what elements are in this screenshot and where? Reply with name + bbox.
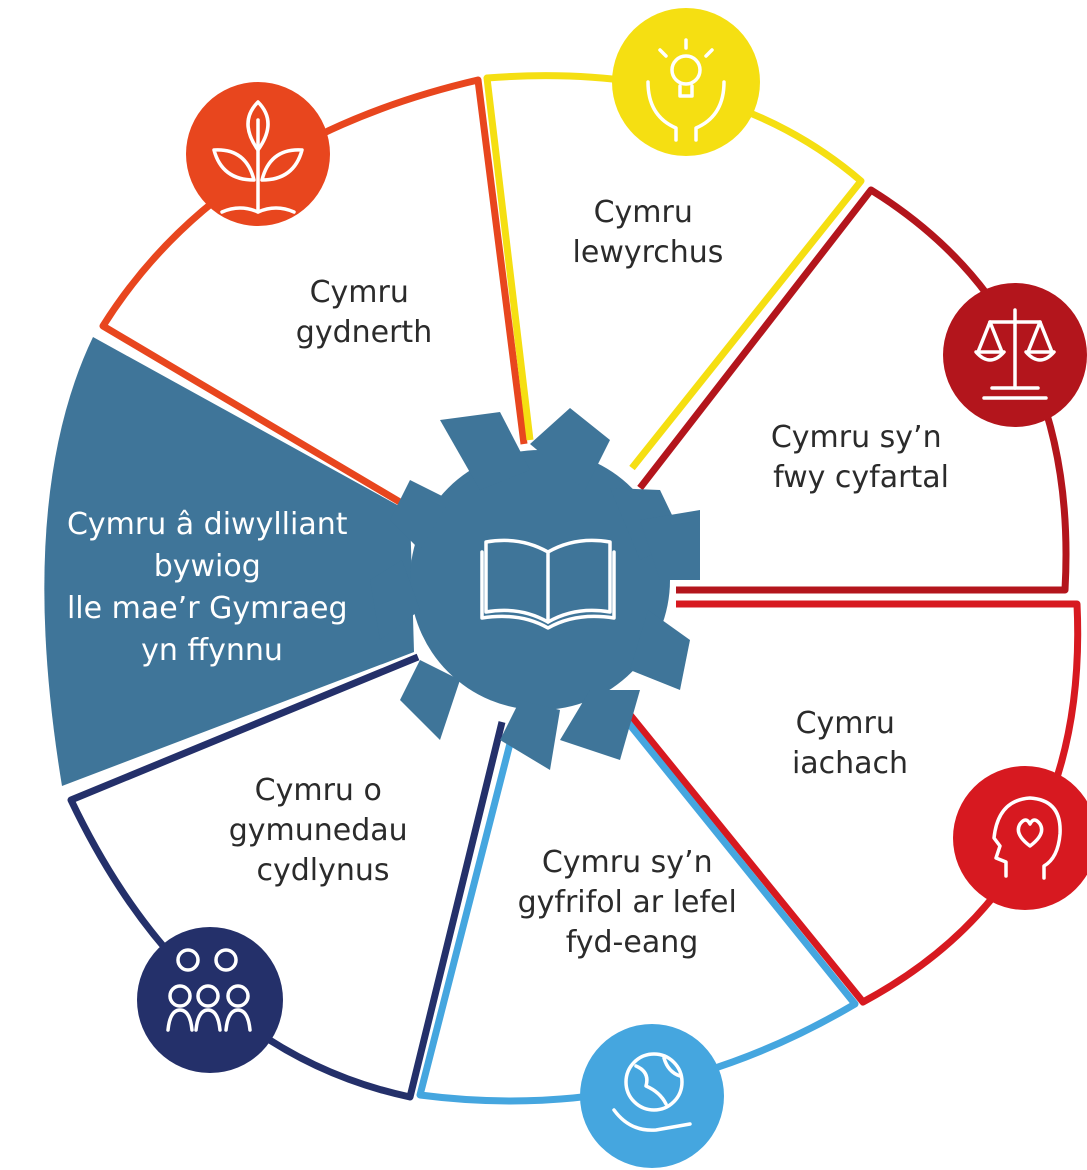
- segment-culture-fill: [44, 337, 414, 786]
- segment-culture: Cymru â diwylliant bywiog lle mae’r Gymr…: [44, 337, 414, 786]
- segment-prosperous: Cymru lewyrchus: [483, 8, 865, 471]
- segment-equal-label: Cymru sy’n fwy cyfartal: [771, 420, 951, 495]
- plant-icon: [186, 82, 330, 226]
- segment-equal: Cymru sy’n fwy cyfartal: [637, 186, 1087, 594]
- head-heart-icon: [953, 766, 1087, 910]
- segment-cohesive-label: Cymru o gymunedau cydlynus: [229, 773, 418, 888]
- people-group-icon: [137, 927, 283, 1073]
- segment-cohesive: Cymru o gymunedau cydlynus: [67, 653, 506, 1101]
- segment-global-label: Cymru sy’n gyfrifol ar lefel fyd-eang: [518, 845, 747, 960]
- segment-healthier-label: Cymru iachach: [792, 706, 908, 781]
- segment-global: Cymru sy’n gyfrifol ar lefel fyd-eang: [416, 691, 859, 1168]
- segment-culture-label: Cymru â diwylliant bywiog lle mae’r Gymr…: [67, 507, 357, 668]
- scales-icon: [943, 283, 1087, 427]
- segment-resilient-label: Cymru gydnerth: [296, 275, 432, 350]
- segment-resilient: Cymru gydnerth: [99, 76, 528, 512]
- center-gear: [370, 408, 700, 770]
- segment-healthier: Cymru iachach: [615, 600, 1087, 1006]
- segment-prosperous-label: Cymru lewyrchus: [573, 195, 724, 270]
- open-book-icon: [480, 538, 616, 630]
- globe-hand-icon: [580, 1024, 724, 1168]
- lightbulb-hands-icon: [612, 8, 760, 156]
